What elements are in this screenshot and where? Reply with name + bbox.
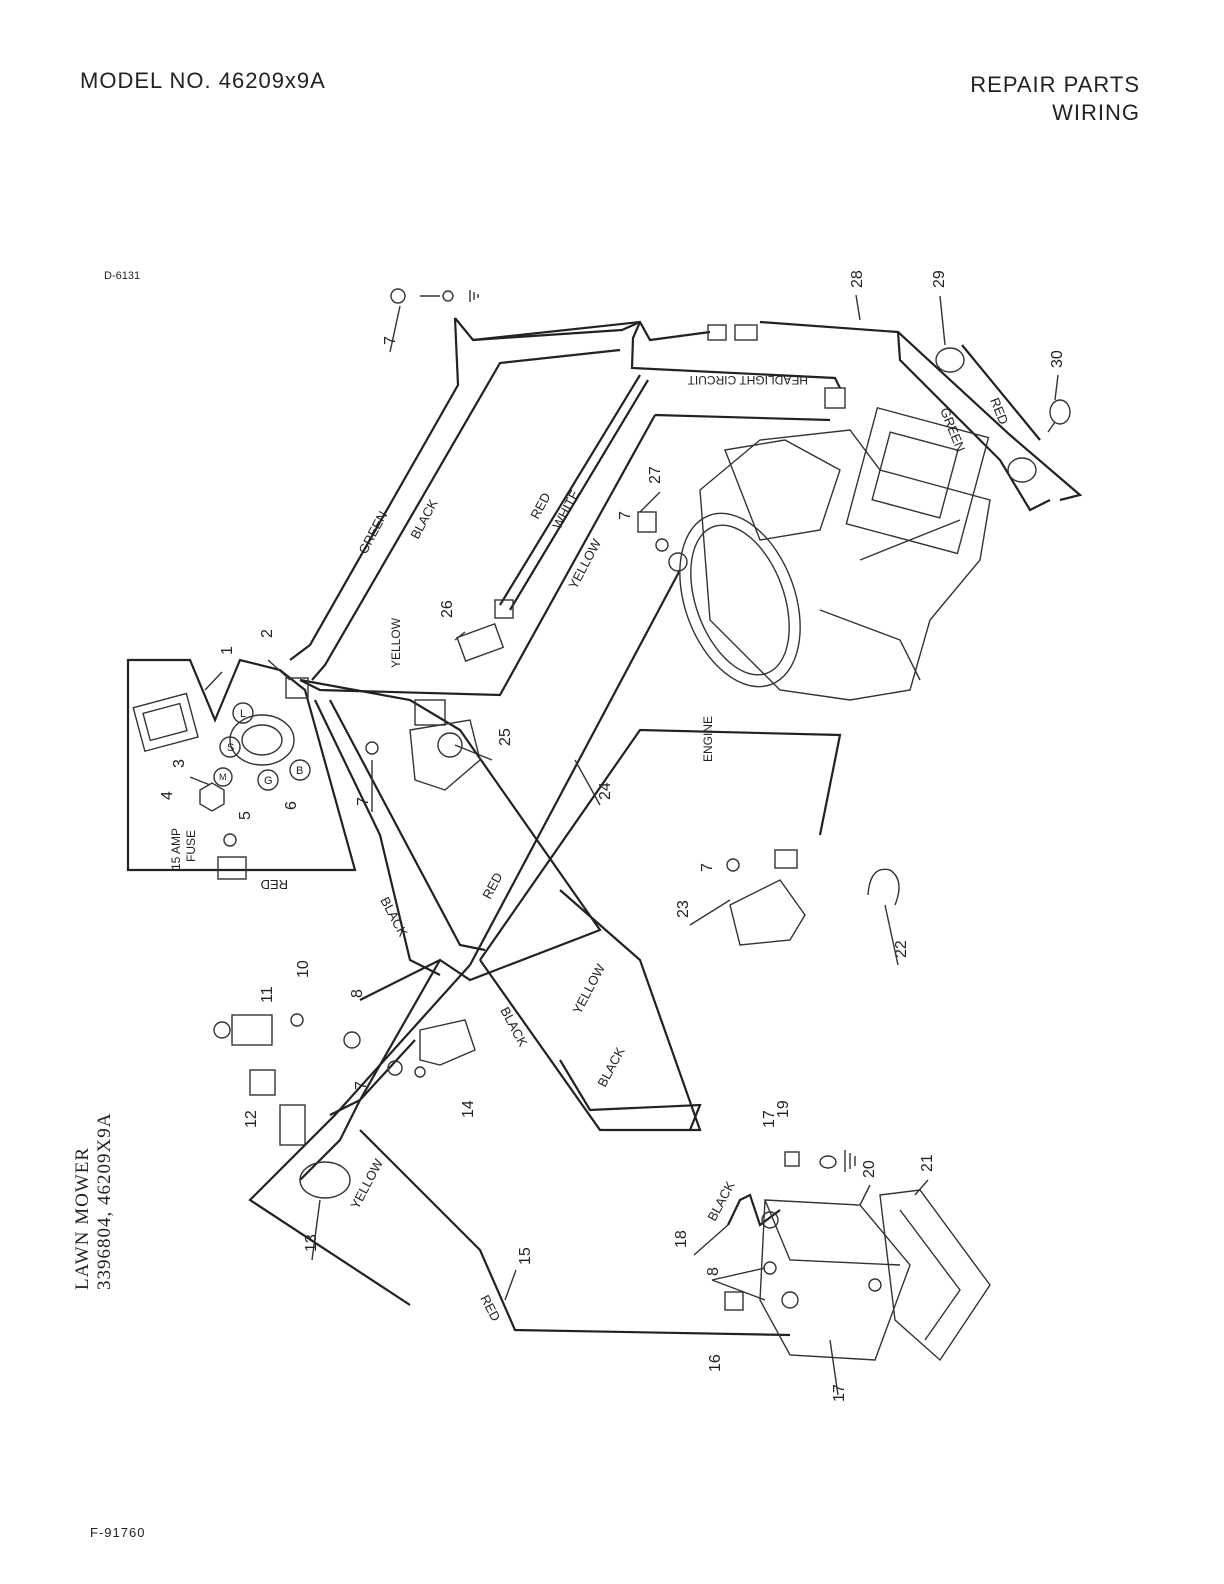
part-8-battery: 8 xyxy=(705,1267,722,1276)
part-7-right: 7 xyxy=(699,863,716,872)
label-green-top: GREEN xyxy=(355,509,390,557)
switch-14 xyxy=(343,1019,476,1078)
part-23: 23 xyxy=(675,900,692,918)
wire-clip-22 xyxy=(867,868,900,906)
part-8-upper: 8 xyxy=(349,989,366,998)
label-yellow-center: YELLOW xyxy=(389,617,403,668)
part-6: 6 xyxy=(283,801,300,810)
part-24: 24 xyxy=(597,782,614,800)
part-21: 21 xyxy=(919,1154,936,1172)
part-7-mid: 7 xyxy=(355,797,372,806)
label-white-top: WHITE xyxy=(549,487,582,531)
label-red-mid: RED xyxy=(479,870,505,901)
part-2: 2 xyxy=(259,629,276,638)
leader-lines xyxy=(189,294,1059,1396)
label-red-fuse: RED xyxy=(261,877,288,892)
label-black-mid: BLACK xyxy=(377,894,410,939)
part-27: 27 xyxy=(647,466,664,484)
label-engine: ENGINE xyxy=(701,716,715,762)
terminal-s: S xyxy=(227,742,234,754)
plug-26 xyxy=(456,599,514,662)
connector-13 xyxy=(279,1104,351,1199)
label-black-top: BLACK xyxy=(407,496,440,541)
switch-bracket-23 xyxy=(726,849,806,946)
label-black-lower2: BLACK xyxy=(594,1044,627,1089)
part-22: 22 xyxy=(893,940,910,958)
seat-switch xyxy=(132,692,199,753)
part-10: 10 xyxy=(295,960,312,978)
bulb-icon xyxy=(1047,399,1071,433)
figure-code: F-91760 xyxy=(90,1525,146,1540)
plug-12 xyxy=(249,1069,276,1096)
nut-4 xyxy=(199,782,225,812)
label-black-lower: BLACK xyxy=(497,1004,530,1049)
part-12: 12 xyxy=(243,1110,260,1128)
part-1: 1 xyxy=(219,646,236,655)
part-15: 15 xyxy=(517,1247,534,1265)
part-13: 13 xyxy=(303,1234,320,1252)
ignition-switch xyxy=(213,702,311,791)
screw-10 xyxy=(290,1013,304,1027)
part-18: 18 xyxy=(673,1230,690,1248)
ground-screw-19 xyxy=(784,1150,856,1172)
part-26: 26 xyxy=(439,600,456,618)
part-5: 5 xyxy=(237,811,254,820)
label-yellow-low: YELLOW xyxy=(347,1156,386,1212)
label-red-top: RED xyxy=(527,490,553,521)
part-25: 25 xyxy=(497,728,514,746)
label-fuse: FUSE xyxy=(184,830,198,862)
connector-28a xyxy=(707,324,727,341)
part-20: 20 xyxy=(861,1160,878,1178)
label-yellow-top: YELLOW xyxy=(565,536,604,592)
label-fuse-amp: 15 AMP xyxy=(169,828,183,870)
headlight-socket xyxy=(935,347,1037,483)
headlight-connector xyxy=(824,387,846,409)
solenoid-25 xyxy=(365,699,481,791)
part-16: 16 xyxy=(707,1354,724,1372)
fuse-holder xyxy=(217,856,247,880)
title-wiring: WIRING xyxy=(1052,100,1140,125)
part-4: 4 xyxy=(159,791,176,800)
part-29: 29 xyxy=(931,270,948,288)
part-19: 19 xyxy=(775,1100,792,1118)
part-17-lower: 17 xyxy=(831,1384,848,1402)
connector-28b xyxy=(734,324,758,341)
part-11: 11 xyxy=(259,986,276,1003)
terminal-g: G xyxy=(264,775,273,787)
wiring-harness xyxy=(126,317,1083,1337)
part-3: 3 xyxy=(171,759,188,768)
part-7-top: 7 xyxy=(382,336,399,345)
fuse-icon xyxy=(223,833,237,847)
part-7-spare: 7 xyxy=(617,511,634,520)
battery-tray xyxy=(879,1189,991,1362)
part-28: 28 xyxy=(849,270,866,288)
part-14: 14 xyxy=(460,1100,477,1118)
terminal-l: L xyxy=(240,708,246,720)
battery xyxy=(759,1199,911,1361)
label-headlight-circuit: HEADLIGHT CIRCUIT xyxy=(687,373,808,387)
label-yellow-mid: YELLOW xyxy=(569,961,608,1017)
label-green-right: GREEN xyxy=(937,406,968,454)
connector-2 xyxy=(285,677,309,699)
part-17-upper: 17 xyxy=(761,1110,778,1128)
part-7-low: 7 xyxy=(353,1081,370,1090)
ground-screw-top xyxy=(390,288,479,304)
drawing-code: D-6131 xyxy=(104,270,141,282)
part-30: 30 xyxy=(1049,350,1066,368)
socket-11 xyxy=(213,1014,273,1046)
terminal-27 xyxy=(637,511,688,572)
model-number: MODEL NO. 46209x9A xyxy=(80,68,326,93)
title-repair-parts: REPAIR PARTS xyxy=(970,72,1140,97)
engine xyxy=(679,406,991,701)
terminal-b: B xyxy=(296,765,303,777)
terminal-m: M xyxy=(219,772,227,782)
